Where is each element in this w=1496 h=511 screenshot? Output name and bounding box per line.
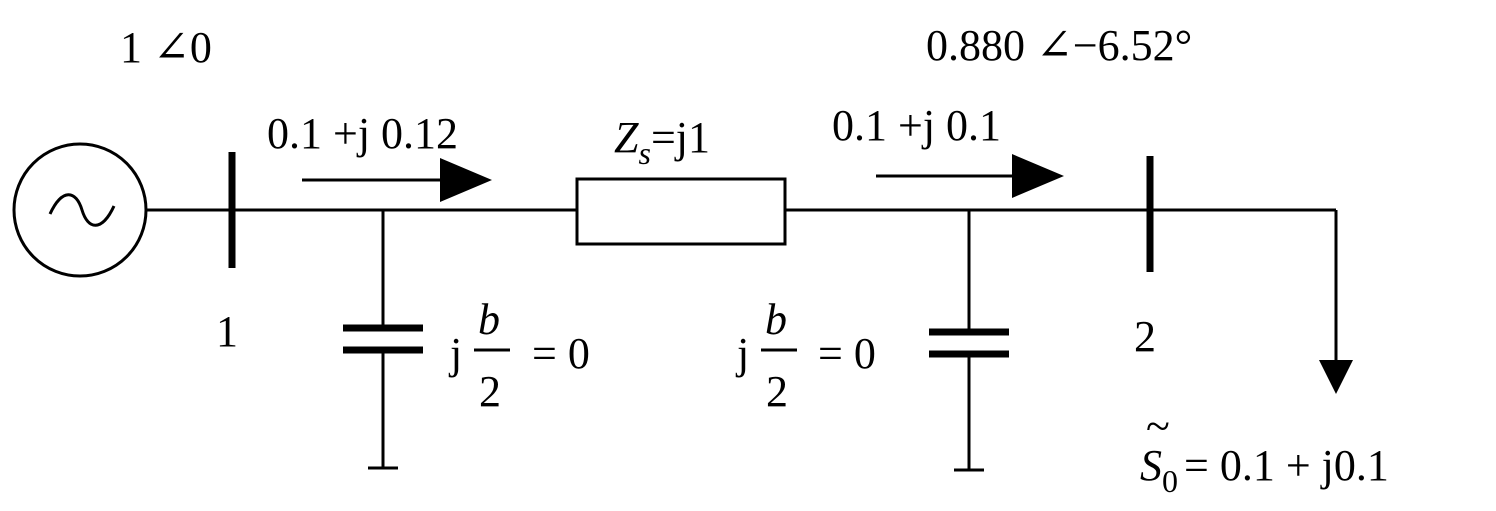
shunt-capacitor-left [343,210,423,470]
load-value: = 0.1 + j0.1 [1184,441,1389,490]
load-tilde: ~ [1146,402,1170,451]
load-label: ~ S0= 0.1 + j0.1 [1140,402,1389,499]
shunt-left-numerator: b [478,295,500,344]
load-symbol: S [1140,441,1162,490]
impedance-symbol: Z [614,113,639,162]
shunt-formula-left: j b 2 = 0 [448,295,590,416]
impedance-box [575,177,787,246]
ac-source-icon [12,142,148,278]
shunt-left-denominator: 2 [479,367,501,416]
impedance-label: Zs=j1 [614,113,710,171]
bus-1-label: 1 [216,307,238,356]
flow-arrow-left [302,158,492,202]
shunt-right-denominator: 2 [766,367,788,416]
shunt-right-prefix: j [735,329,749,378]
shunt-left-prefix: j [448,329,462,378]
load-expression: S0= 0.1 + j0.1 [1140,441,1389,499]
shunt-right-value: = 0 [818,329,876,378]
shunt-right-numerator: b [765,295,787,344]
impedance-subscript: s [638,135,650,171]
bus-1-voltage: 1 ∠0 [120,23,212,72]
load-arrow [1319,210,1353,394]
bus-2-label: 2 [1134,312,1156,361]
load-subscript: 0 [1162,463,1178,499]
flow-label-left: 0.1 +j 0.12 [267,109,458,158]
impedance-value: =j1 [651,113,710,162]
flow-label-right: 0.1 +j 0.1 [832,101,1001,150]
shunt-capacitor-right [929,210,1009,472]
shunt-formula-right: j b 2 = 0 [735,295,876,416]
flow-arrow-right [876,154,1064,198]
bus-2-voltage: 0.880 ∠−6.52° [926,21,1192,70]
shunt-left-value: = 0 [532,329,590,378]
